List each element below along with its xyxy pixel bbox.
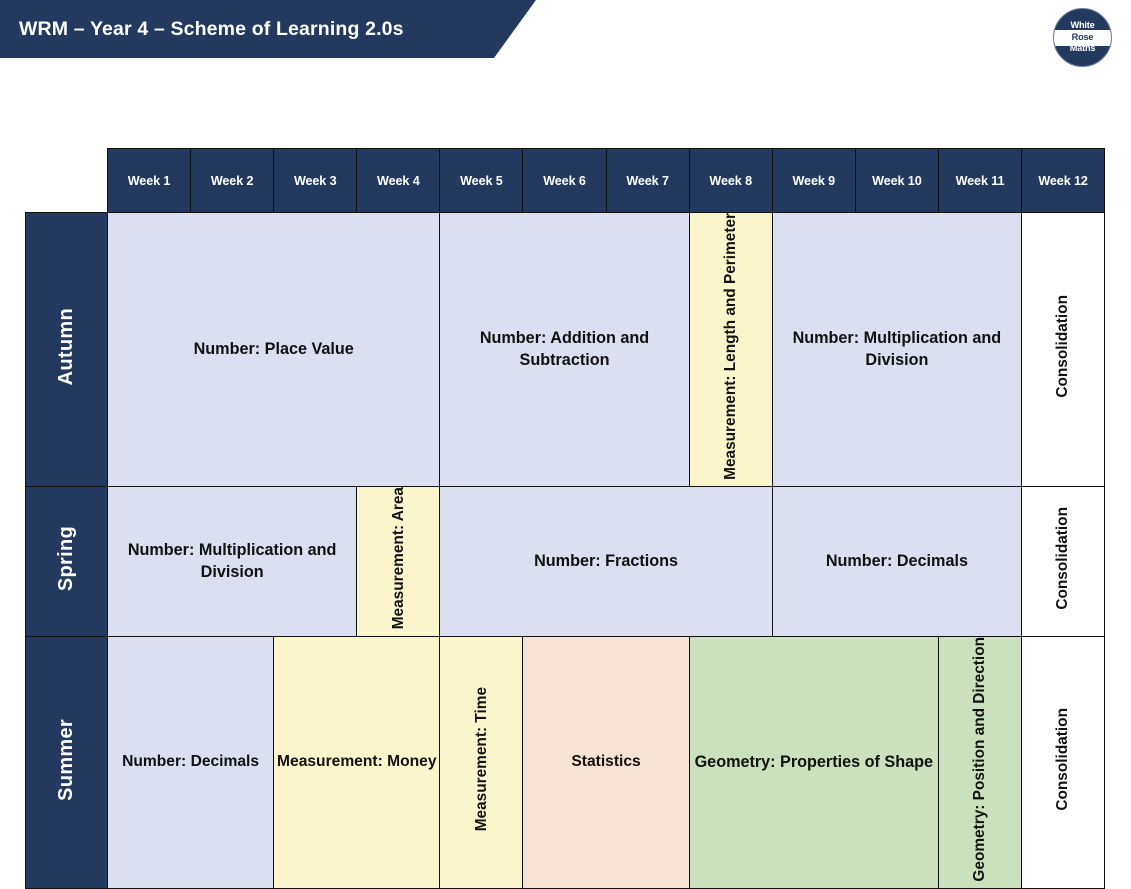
week-header-4: Week 4 (356, 148, 441, 213)
season-label-cell-summer: Summer (25, 635, 108, 889)
week-header-7: Week 7 (605, 148, 690, 213)
week-header-1: Week 1 (106, 148, 192, 213)
unit-label: Measurement: Time (472, 687, 490, 832)
unit-cell[interactable]: Number: Decimals (106, 635, 275, 889)
unit-cell[interactable]: Measurement: Area (356, 486, 441, 637)
season-label-text: Summer (55, 718, 77, 801)
unit-cell[interactable]: Measurement: Money (273, 635, 441, 889)
unit-cell[interactable]: Consolidation (1021, 486, 1106, 637)
logo-line-white: White (1070, 20, 1095, 31)
unit-cell[interactable]: Number: Multiplication and Division (106, 486, 358, 637)
unit-cell[interactable]: Number: Fractions (439, 486, 773, 637)
unit-cell[interactable]: Measurement: Time (439, 635, 524, 889)
unit-label: Consolidation (1054, 295, 1072, 398)
week-header-3: Week 3 (273, 148, 358, 213)
week-header-11: Week 11 (937, 148, 1023, 213)
week-header-10: Week 10 (854, 148, 939, 213)
title-banner: WRM – Year 4 – Scheme of Learning 2.0s (0, 0, 536, 58)
unit-cell[interactable]: Measurement: Length and Perimeter (688, 211, 773, 488)
page-title: WRM – Year 4 – Scheme of Learning 2.0s (19, 17, 404, 40)
white-rose-maths-logo: White Rose Maths (1053, 8, 1112, 67)
logo-line-rose: Rose (1071, 31, 1094, 42)
season-label-text: Spring (55, 526, 77, 592)
unit-cell[interactable]: Number: Decimals (771, 486, 1023, 637)
unit-cell[interactable]: Geometry: Position and Direction (937, 635, 1023, 889)
unit-label: Consolidation (1054, 507, 1072, 610)
unit-cell[interactable]: Number: Addition and Subtraction (439, 211, 690, 488)
grid-corner-blank (26, 149, 108, 213)
week-header-12: Week 12 (1021, 148, 1106, 213)
season-label-cell-autumn: Autumn (25, 211, 108, 488)
logo-circle: White Rose Maths (1053, 8, 1112, 67)
unit-cell[interactable]: Statistics (522, 635, 690, 889)
unit-cell[interactable]: Consolidation (1021, 211, 1106, 488)
week-header-8: Week 8 (688, 148, 773, 213)
logo-band (1054, 30, 1111, 46)
logo-line-maths: Maths (1069, 43, 1096, 54)
unit-cell[interactable]: Number: Place Value (106, 211, 441, 488)
unit-cell[interactable]: Geometry: Properties of Shape (688, 635, 939, 889)
unit-label: Measurement: Length and Perimeter (722, 213, 740, 480)
season-label-text: Autumn (55, 308, 77, 386)
unit-label: Measurement: Area (389, 487, 407, 630)
season-label-cell-spring: Spring (25, 486, 108, 637)
unit-cell[interactable]: Number: Multiplication and Division (771, 211, 1023, 488)
week-header-2: Week 2 (190, 148, 275, 213)
week-header-9: Week 9 (771, 148, 856, 213)
week-header-6: Week 6 (522, 148, 607, 213)
unit-label: Geometry: Position and Direction (971, 636, 989, 882)
term-row-spring: Spring Number: Multiplication and Divisio… (25, 486, 1106, 637)
unit-cell[interactable]: Consolidation (1021, 635, 1106, 889)
week-header-5: Week 5 (439, 148, 524, 213)
unit-label: Consolidation (1054, 707, 1072, 811)
